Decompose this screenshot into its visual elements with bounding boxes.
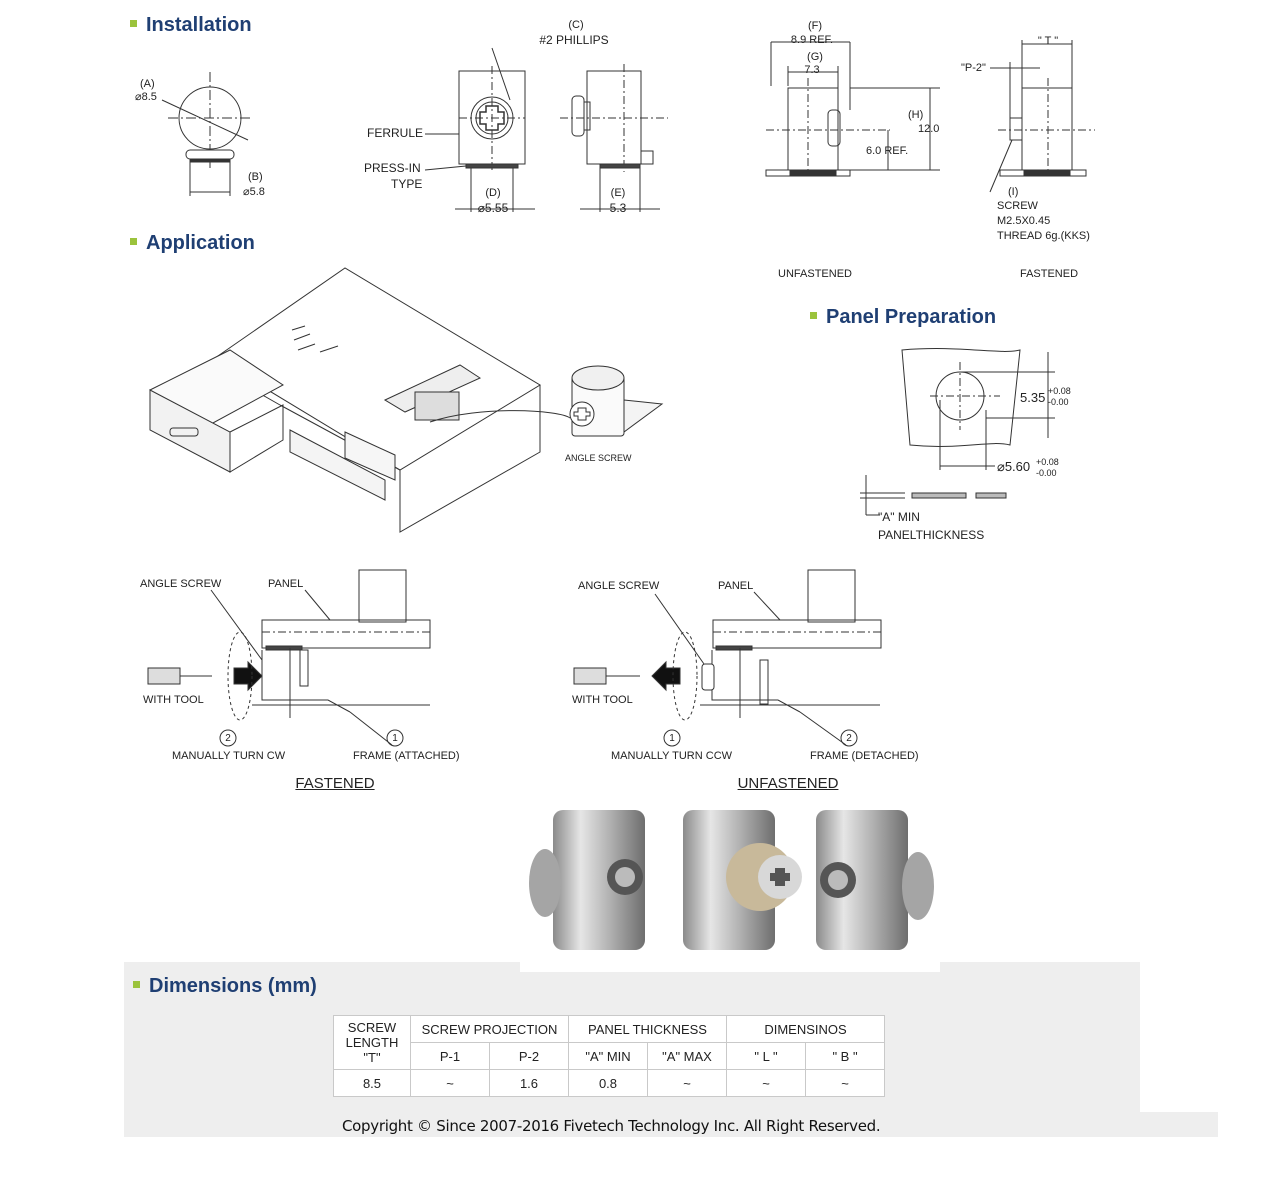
subheader-a-min: "A" MIN: [568, 1042, 648, 1070]
label-dim1-tol-plus: +0.08: [1048, 386, 1071, 396]
label-d-tag: (D): [485, 187, 501, 199]
label-t: " T ": [1037, 35, 1059, 47]
cell-t: 8.5: [333, 1069, 411, 1097]
product-photos: [529, 810, 934, 950]
label-d-value: ⌀5.55: [477, 201, 509, 215]
cell-a-min: 0.8: [568, 1069, 648, 1097]
cell-b: ~: [805, 1069, 885, 1097]
label-dim1-tol-minus: -0.00: [1048, 397, 1069, 407]
label-f-tag: (F): [807, 20, 823, 32]
label-e-value: 5.3: [609, 201, 627, 215]
label-f-value: 8.9 REF.: [790, 34, 834, 46]
fastened-operation-diagram: [147, 569, 431, 747]
subheader-p1: P-1: [410, 1042, 490, 1070]
op-left-caption: FASTENED: [295, 775, 375, 792]
header-screw-projection: SCREW PROJECTION: [410, 1015, 569, 1043]
label-b-tag: (B): [248, 171, 263, 183]
footer-panel-bg: [124, 1112, 1218, 1137]
unfastened-view: [787, 87, 839, 171]
subheader-a-max: "A" MAX: [647, 1042, 727, 1070]
screw-washer: [185, 149, 235, 160]
bullet-icon: [130, 20, 137, 28]
label-angle-screw: ANGLE SCREW: [565, 453, 632, 463]
op-left-step-a: MANUALLY TURN CW: [172, 750, 286, 762]
label-a-min: "A" MIN: [878, 510, 920, 524]
label-b-value: ⌀5.8: [243, 186, 265, 198]
bullet-icon: [133, 981, 140, 989]
heading-installation: Installation: [130, 14, 252, 37]
heading-panel-preparation: Panel Preparation: [810, 306, 996, 329]
unfastened-operation-diagram: [573, 569, 882, 747]
op-left-step-a-num: 2: [225, 733, 231, 744]
label-thread: THREAD 6g.(KKS): [997, 230, 1090, 242]
label-e-tag: (E): [610, 187, 626, 199]
label-p2: "P-2": [961, 62, 986, 74]
op-right-step-b: FRAME (DETACHED): [810, 750, 919, 762]
label-dim2-tol-minus: -0.00: [1036, 468, 1057, 478]
label-dim1: 5.35: [1020, 390, 1046, 405]
label-a-tag: (A): [140, 78, 155, 90]
label-g-tag: (G): [807, 51, 823, 63]
label-a-value: ⌀8.5: [135, 91, 157, 103]
label-screw: SCREW: [997, 200, 1038, 212]
bullet-icon: [810, 312, 817, 320]
fastened-view: [1021, 87, 1073, 171]
cell-p1: ~: [410, 1069, 490, 1097]
op-right-with-tool: WITH TOOL: [572, 694, 633, 706]
op-right-step-b-num: 2: [846, 733, 852, 744]
cell-p2: 1.6: [489, 1069, 569, 1097]
op-right-step-a-num: 1: [669, 733, 675, 744]
cell-a-max: ~: [647, 1069, 727, 1097]
label-unfastened: UNFASTENED: [778, 268, 852, 280]
cell-l: ~: [726, 1069, 806, 1097]
label-press-in: PRESS-IN: [364, 161, 421, 175]
panel-cutout: [901, 348, 1021, 447]
label-fastened: FASTENED: [1019, 268, 1079, 280]
label-i-tag: (I): [1008, 186, 1019, 198]
heading-dimensions: Dimensions (mm): [133, 975, 317, 998]
subheader-p2: P-2: [489, 1042, 569, 1070]
label-h-tag: (H): [908, 109, 924, 121]
label-panel-thickness: PANELTHICKNESS: [878, 528, 985, 542]
label-dim2: ⌀5.60: [997, 459, 1031, 474]
enclosure-illustration: [149, 267, 541, 533]
op-right-panel: PANEL: [718, 580, 754, 592]
label-6-ref: 6.0 REF.: [866, 145, 909, 157]
subheader-l: " L ": [726, 1042, 806, 1070]
label-c-tag: (C): [568, 19, 584, 31]
bullet-icon: [130, 238, 137, 246]
dimensions-table: SCREW LENGTH "T" SCREW PROJECTION PANEL …: [333, 1015, 885, 1097]
op-left-step-b: FRAME (ATTACHED): [353, 750, 460, 762]
label-g-value: 7.3: [804, 64, 820, 76]
header-dimensions: DIMENSINOS: [726, 1015, 885, 1043]
label-press-in-type: TYPE: [391, 177, 423, 191]
op-left-with-tool: WITH TOOL: [143, 694, 204, 706]
op-left-step-b-num: 1: [392, 733, 398, 744]
table-row: 8.5 ~ 1.6 0.8 ~ ~ ~: [333, 1069, 885, 1097]
header-panel-thickness: PANEL THICKNESS: [568, 1015, 727, 1043]
op-right-caption: UNFASTENED: [737, 775, 839, 792]
label-c-value: #2 PHILLIPS: [539, 33, 609, 47]
copyright-text: Copyright © Since 2007-2016 Fivetech Tec…: [342, 1117, 881, 1135]
label-screw-spec: M2.5X0.45: [997, 215, 1051, 227]
subheader-b: " B ": [805, 1042, 885, 1070]
op-right-angle-screw: ANGLE SCREW: [578, 580, 660, 592]
header-screw-length: SCREW LENGTH "T": [333, 1015, 411, 1070]
op-left-angle-screw: ANGLE SCREW: [140, 578, 222, 590]
label-dim2-tol-plus: +0.08: [1036, 457, 1059, 467]
op-right-step-a: MANUALLY TURN CCW: [611, 750, 733, 762]
op-left-panel: PANEL: [268, 578, 304, 590]
label-ferrule: FERRULE: [367, 126, 424, 140]
label-h-value: 12.0: [918, 123, 940, 135]
heading-application: Application: [130, 232, 255, 255]
